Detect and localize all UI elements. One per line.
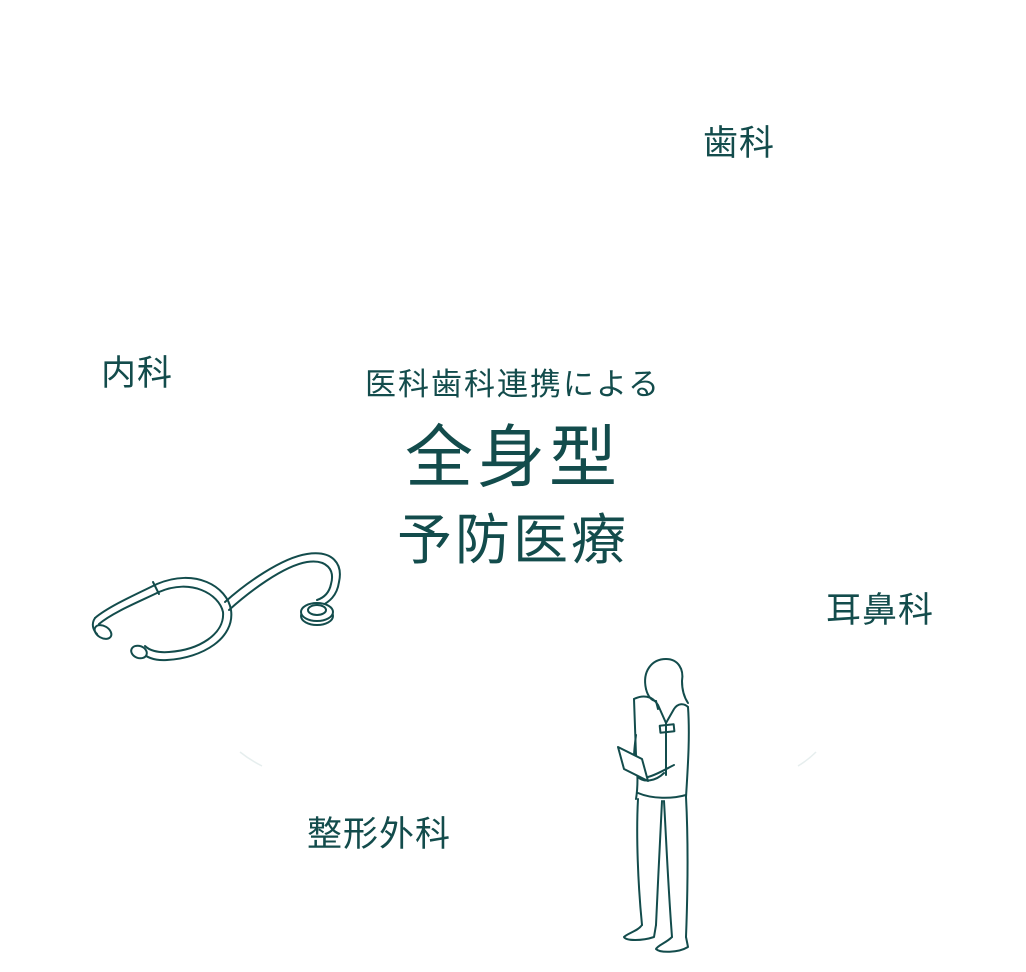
heading-subtitle: 医科歯科連携による — [364, 367, 662, 403]
heading-title-main: 全身型 — [404, 419, 621, 498]
dept-orthopedics-label: 整形外科 — [307, 815, 452, 855]
center-heading: 医科歯科連携による 全身型 予防医療 — [313, 370, 713, 568]
dept-ent-label: 耳鼻科 — [826, 591, 935, 631]
nurse-figure — [617, 658, 690, 953]
stethoscope-icon — [91, 552, 341, 662]
dept-internal-label: 内科 — [101, 354, 174, 394]
dept-dental-label: 歯科 — [703, 124, 776, 164]
heading-title-sub: 予防医療 — [396, 508, 629, 572]
